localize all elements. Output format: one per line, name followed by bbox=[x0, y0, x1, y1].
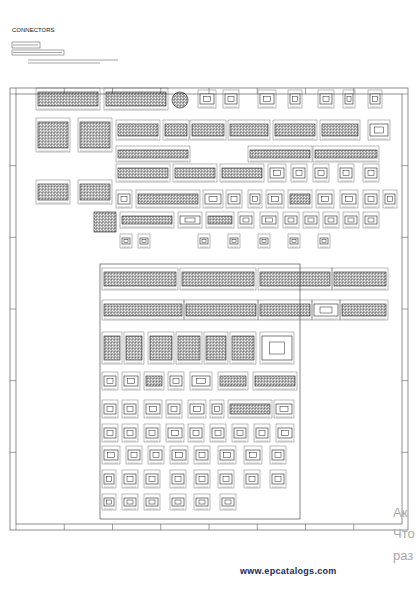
watermark: Что bbox=[393, 526, 415, 541]
lower-panel bbox=[100, 264, 300, 519]
watermark: Ак bbox=[393, 505, 407, 520]
connector-drawings bbox=[36, 88, 397, 510]
page-title: CONNECTORS bbox=[12, 27, 55, 33]
watermark-url: www.epcatalogs.com bbox=[240, 566, 337, 576]
frame-ticks bbox=[10, 88, 408, 530]
watermark: раз bbox=[393, 548, 413, 563]
header-note bbox=[12, 42, 118, 63]
sheet-frame bbox=[10, 88, 408, 530]
